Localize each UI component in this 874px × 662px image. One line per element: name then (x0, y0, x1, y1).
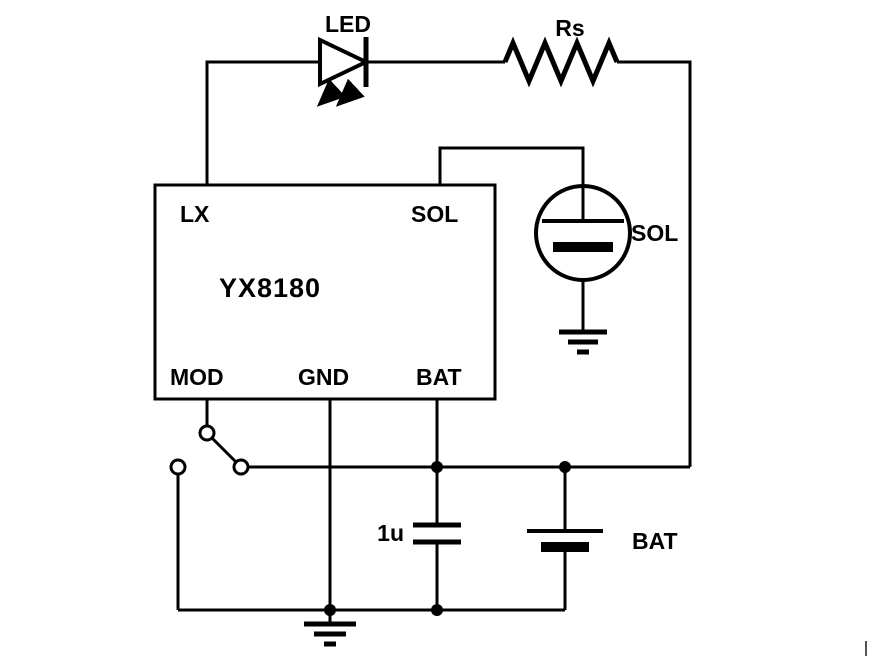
resistor-component: Rs (502, 15, 620, 88)
pin-label-lx: LX (180, 201, 210, 227)
junction-capacitor-rail (431, 604, 443, 616)
resistor-label: Rs (555, 15, 584, 41)
main-ground-symbol (304, 621, 356, 647)
wires (176, 60, 692, 622)
led-triangle (318, 36, 371, 88)
resistor-zigzag (502, 36, 620, 88)
switch-terminal-mod (198, 424, 216, 442)
led-component: LED (316, 11, 371, 107)
ic-yx8180: YX8180 LX SOL MOD GND BAT (153, 183, 497, 401)
switch-terminal-right (232, 458, 250, 476)
junction-gnd-rail (324, 604, 336, 616)
capacitor-label: 1u (377, 520, 404, 546)
led-emission-arrow-1 (316, 78, 346, 107)
solar-cell-circle (534, 184, 632, 282)
pin-label-mod: MOD (170, 364, 224, 390)
junction-bat-rail (431, 461, 443, 473)
battery-label: BAT (632, 528, 678, 554)
wire-resistor-to-rail (617, 60, 692, 467)
switch-terminal-left (169, 458, 187, 476)
solar-cell-component: SOL (534, 184, 678, 355)
junction-dots (324, 461, 571, 616)
led-label: LED (325, 11, 371, 37)
solar-ground-symbol (559, 329, 607, 355)
mode-switch (169, 424, 250, 476)
junction-battery-rail (559, 461, 571, 473)
ic-body (153, 183, 497, 401)
switch-lever (210, 436, 238, 464)
battery-component: BAT (527, 528, 678, 554)
pin-label-gnd: GND (298, 364, 349, 390)
capacitor-component: 1u (377, 520, 461, 546)
pin-label-bat: BAT (416, 364, 462, 390)
solar-cell-label: SOL (631, 220, 678, 246)
wire-sol-pin-to-cell (438, 146, 585, 187)
pin-label-sol: SOL (411, 201, 458, 227)
led-emission-arrow-2 (335, 78, 365, 107)
ic-name-label: YX8180 (219, 273, 321, 303)
wire-lx-to-led (205, 60, 318, 185)
